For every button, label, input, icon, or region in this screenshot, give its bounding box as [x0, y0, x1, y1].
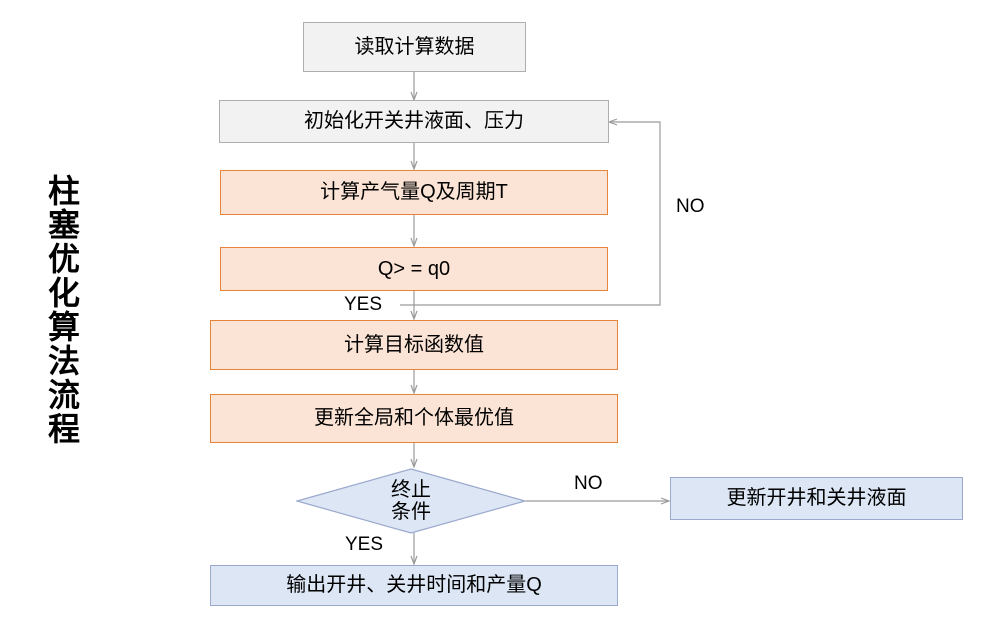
node-init-label: 初始化开关井液面、压力 — [304, 110, 524, 132]
node-update-best-label: 更新全局和个体最优值 — [314, 407, 514, 429]
node-read-data: 读取计算数据 — [303, 22, 526, 72]
node-update-levels: 更新开井和关井液面 — [670, 477, 963, 520]
edge-label-compare-q-yes: YES — [344, 294, 383, 315]
edge-label-compare-q-no: NO — [676, 196, 705, 217]
node-objective-label: 计算目标函数值 — [344, 333, 484, 356]
node-calc-q-t-label: 计算产气量Q及周期T — [320, 181, 508, 203]
diagram-vertical-title: 柱塞优化算法流程 — [44, 174, 80, 446]
node-output-label: 输出开井、关井时间和产量Q — [286, 574, 542, 596]
node-compare-q-label: Q> = q0 — [377, 257, 451, 280]
edge-label-stop-no: NO — [574, 473, 603, 494]
node-output: 输出开井、关井时间和产量Q — [210, 565, 618, 606]
node-update-best: 更新全局和个体最优值 — [210, 394, 618, 443]
node-compare-q: Q> = q0 — [220, 247, 608, 291]
edge-label-stop-yes: YES — [345, 534, 384, 555]
node-objective: 计算目标函数值 — [210, 320, 618, 370]
node-read-data-label: 读取计算数据 — [354, 35, 475, 58]
node-init: 初始化开关井液面、压力 — [219, 100, 609, 143]
node-update-levels-label: 更新开井和关井液面 — [726, 487, 907, 509]
node-calc-q-t: 计算产气量Q及周期T — [220, 170, 608, 215]
node-stop-condition: 终止 条件 — [296, 468, 526, 534]
